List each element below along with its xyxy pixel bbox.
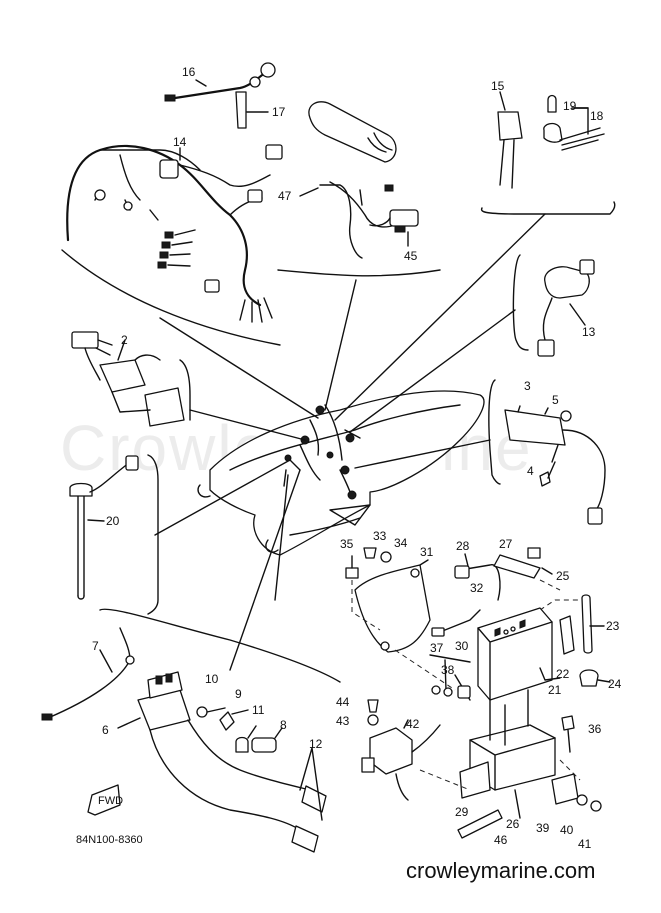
callout-24: 24	[608, 677, 622, 691]
callout-32: 32	[470, 581, 484, 595]
drawing-code: 84N100-8360	[76, 834, 143, 846]
callout-15: 15	[491, 79, 505, 93]
rectifier-group	[488, 379, 606, 525]
callout-41: 41	[578, 837, 592, 851]
callout-19: 19	[563, 99, 577, 113]
ignition-group: FWD	[41, 608, 341, 853]
callout-34: 34	[394, 536, 408, 550]
callout-43: 43	[336, 714, 350, 728]
callout-31: 31	[420, 545, 434, 559]
main-switch-group	[512, 254, 595, 357]
callout-35: 35	[340, 537, 354, 551]
callout-44: 44	[336, 695, 350, 709]
callout-5: 5	[552, 393, 559, 407]
callout-2: 2	[121, 333, 128, 347]
fwd-label: FWD	[98, 795, 123, 807]
callout-6: 6	[102, 723, 109, 737]
callout-28: 28	[456, 539, 470, 553]
callout-11: 11	[252, 703, 265, 717]
callout-46: 46	[494, 833, 508, 847]
callout-39: 39	[536, 821, 550, 835]
callout-21: 21	[548, 683, 562, 697]
callout-16: 16	[182, 65, 196, 79]
callout-38: 38	[441, 663, 455, 677]
callout-10: 10	[205, 672, 219, 686]
callout-3: 3	[524, 379, 531, 393]
website-label: crowleymarine.com	[406, 858, 596, 883]
switch-group	[277, 101, 441, 277]
sensor-group	[69, 454, 159, 615]
wire-harness-group	[61, 62, 283, 346]
callout-23: 23	[606, 619, 620, 633]
cdi-unit-group	[71, 331, 191, 427]
callout-4: 4	[527, 464, 534, 478]
callout-7: 7	[92, 639, 99, 653]
callout-25: 25	[556, 569, 570, 583]
callout-13: 13	[582, 325, 596, 339]
callout-labels: 2 3 4 5 6 7 8 9 10 11 12 13 14 15 16 17 …	[92, 65, 622, 851]
battery-group	[345, 547, 611, 839]
callout-29: 29	[455, 805, 469, 819]
callout-9: 9	[235, 687, 242, 701]
callout-36: 36	[588, 722, 602, 736]
callout-8: 8	[280, 718, 287, 732]
callout-20: 20	[106, 514, 120, 528]
callout-26: 26	[506, 817, 520, 831]
callout-27: 27	[499, 537, 513, 551]
relay-fuse-group	[480, 91, 616, 215]
callout-40: 40	[560, 823, 574, 837]
callout-45: 45	[404, 249, 418, 263]
callout-42: 42	[406, 717, 420, 731]
callout-33: 33	[373, 529, 387, 543]
callout-18: 18	[590, 109, 604, 123]
callout-37: 37	[430, 641, 444, 655]
callout-17: 17	[272, 105, 286, 119]
callout-47: 47	[278, 189, 292, 203]
callout-22: 22	[556, 667, 570, 681]
leader-lines	[154, 213, 546, 671]
callout-30: 30	[455, 639, 469, 653]
callout-12: 12	[309, 737, 323, 751]
callout-14: 14	[173, 135, 187, 149]
